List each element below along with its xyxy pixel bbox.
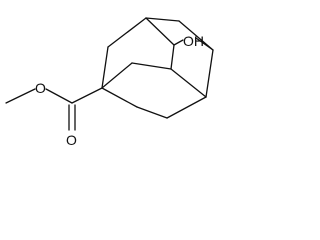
bond-c3-c11 [145,17,175,46]
bond-c7-c8 [136,106,168,119]
bond-c8-c1 [101,87,138,108]
bond-back-edge [195,37,214,51]
bond-c11-oh [173,39,184,46]
atom-label-hydroxyl: OH [183,33,204,49]
bond-c4-c5 [178,20,214,51]
atom-label-carbonyl-oxygen: O [66,132,77,148]
bond-c11-c10 [170,44,175,70]
chemical-structure-diagram: O O OH [5,17,214,148]
atom-label-ester-oxygen: O [35,80,46,96]
bond-carbonyl-carbon-ester-oxygen [45,88,73,104]
bond-c2-c3 [107,17,147,48]
bond-c1-carbonyl-carbon [71,87,103,104]
bond-c1-c2 [101,46,109,89]
bond-c3-c4 [145,17,180,22]
bond-c5-c6 [205,49,214,98]
bond-c9-c10 [131,62,172,70]
bond-c10-c6 [170,68,207,98]
bond-ester-oxygen-methyl [5,88,36,104]
structure-canvas: O O OH [0,0,230,152]
bond-c6-c7 [166,96,207,119]
bond-c1-c9 [101,62,133,89]
